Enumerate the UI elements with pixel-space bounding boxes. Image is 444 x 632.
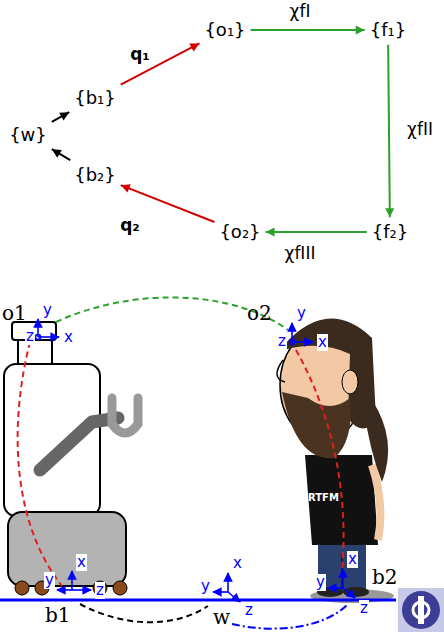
transform-label: χfII [405, 120, 435, 140]
university-logo [398, 588, 444, 632]
frame-node: {f₁} [367, 17, 409, 43]
axis-label: z [95, 582, 105, 599]
frame-name: {b₁} [74, 87, 116, 108]
frame-name: {f₁} [370, 19, 406, 40]
frame-name: {f₂} [372, 221, 408, 242]
axis-label: z [277, 333, 287, 350]
transform-label: q₁ [128, 45, 152, 65]
ground-line [0, 599, 396, 602]
transform-arrow [52, 149, 70, 160]
frame-label: b1 [45, 604, 71, 627]
axis-label: z [244, 602, 254, 619]
frame-name: {o₁} [204, 19, 245, 40]
shirt-print: RTFM [308, 492, 339, 504]
human [277, 319, 394, 603]
frame-node: {o₂} [216, 219, 263, 245]
frame-label: o2 [247, 302, 272, 325]
frame-name: {b₂} [74, 164, 116, 185]
axis-label: x [232, 555, 243, 572]
transform-arrow [121, 43, 200, 84]
axis-label: y [296, 305, 307, 322]
frame-name: {w} [9, 124, 47, 145]
axis-label: z [25, 328, 35, 345]
axis-label: x [317, 334, 328, 351]
axis-label: y [315, 574, 326, 591]
axis-label: x [63, 329, 74, 346]
axis-frames [36, 319, 356, 602]
frame-node: {b₂} [71, 162, 119, 188]
robot [4, 322, 138, 595]
transform-arrow [266, 231, 367, 233]
axis-label: z [359, 600, 369, 617]
frame-label: b2 [372, 566, 398, 589]
frame-label: w [213, 606, 230, 629]
frame-node: {f₂} [369, 219, 411, 245]
transform-label: χfI [288, 2, 313, 22]
axis-label: y [44, 572, 55, 589]
frame-node: {o₁} [201, 17, 248, 43]
axis-label: x [76, 554, 87, 571]
transform-label: q₂ [118, 216, 142, 236]
transform-label: χfIII [283, 244, 318, 264]
transform-arrow [388, 45, 390, 217]
axis-label: y [42, 302, 53, 319]
transform-arrow [251, 29, 365, 31]
frame-node: {w} [6, 122, 50, 148]
axis-label: y [200, 578, 211, 595]
frame-label: o1 [2, 302, 27, 325]
frame-node: {b₁} [71, 85, 119, 111]
axis-label: x [347, 551, 358, 568]
transform-arrow [52, 112, 69, 122]
frame-name: {o₂} [219, 221, 260, 242]
